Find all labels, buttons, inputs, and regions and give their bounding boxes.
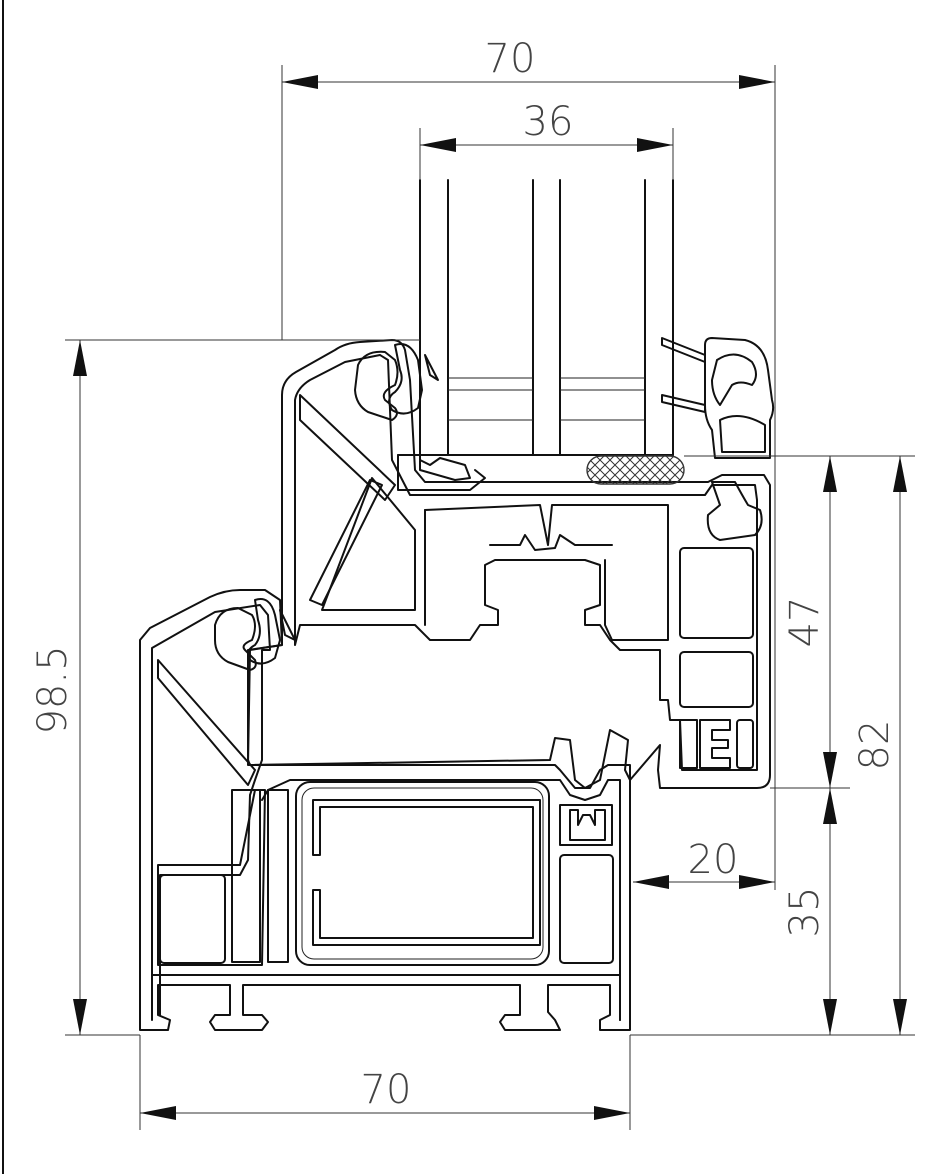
dim-offset: 20	[633, 837, 775, 889]
sash-profile	[247, 337, 775, 789]
glass-unit	[419, 179, 674, 456]
frame-profile	[139, 589, 631, 1031]
dim-bottom-width-label: 70	[361, 1067, 412, 1113]
dim-offset-label: 20	[688, 837, 739, 883]
dim-bottom-width: 70	[139, 1035, 631, 1130]
dim-top-width-label: 70	[485, 36, 536, 82]
dim-overall-height-label: 98.5	[30, 645, 76, 734]
dim-sash-height: 47	[684, 455, 915, 789]
dim-overall-height: 98.5	[30, 339, 420, 1036]
dim-sash-height-label: 47	[782, 597, 828, 648]
dim-lower-height: 35	[782, 788, 837, 1035]
dim-lower-height-label: 35	[782, 887, 828, 938]
dim-glass-width-label: 36	[523, 99, 574, 145]
dim-top-width: 70	[281, 36, 776, 890]
dim-frame-height: 82	[630, 456, 915, 1036]
dim-glass-width: 36	[419, 99, 674, 180]
dim-frame-height-label: 82	[852, 720, 898, 771]
setting-block	[586, 455, 685, 485]
